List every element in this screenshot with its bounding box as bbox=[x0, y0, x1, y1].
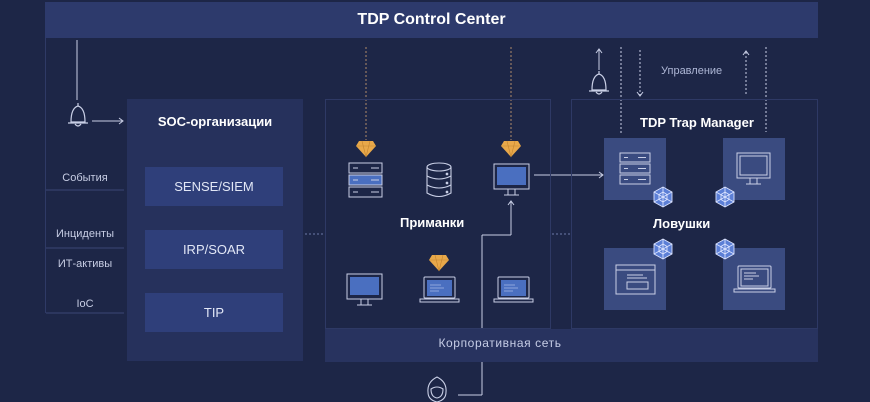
flow-label-incidents: Инциденты bbox=[56, 228, 114, 240]
server-icon bbox=[348, 162, 383, 198]
management-label: Управление bbox=[661, 65, 723, 77]
arrow-head-trap bbox=[598, 171, 604, 179]
flow-label-ioc: IoC bbox=[76, 298, 94, 310]
spider-web-icon bbox=[653, 186, 673, 208]
monitor-icon bbox=[346, 273, 383, 306]
trap-server-tile bbox=[604, 138, 666, 200]
bell-icon bbox=[589, 71, 609, 95]
traps-panel bbox=[571, 99, 818, 329]
spider-web-icon bbox=[653, 238, 673, 260]
attacker-arrow-head bbox=[507, 200, 515, 206]
spider-web-icon bbox=[715, 238, 735, 260]
lures-title: Приманки bbox=[400, 215, 465, 230]
diamond-icon bbox=[356, 140, 376, 158]
control-center-header: TDP Control Center bbox=[45, 2, 818, 38]
mgmt-down-head bbox=[636, 91, 644, 97]
mgmt-up-head bbox=[742, 50, 750, 56]
bell-icon bbox=[68, 103, 88, 127]
trap-manager-title: TDP Trap Manager bbox=[640, 115, 754, 130]
flow-label-events: События bbox=[62, 172, 108, 184]
soc-system-label: TIP bbox=[203, 305, 225, 320]
soc-system-label: SENSE/SIEM bbox=[174, 179, 254, 194]
arrow-head-soc bbox=[118, 117, 124, 125]
soc-system-soar: IRP/SOAR bbox=[145, 230, 283, 269]
monitor-icon bbox=[736, 152, 771, 185]
corporate-network-label: Корпоративная сеть bbox=[438, 336, 562, 350]
left-frame-line bbox=[45, 38, 46, 313]
alert-up-head bbox=[595, 48, 603, 54]
soc-title: SOC-организации bbox=[157, 114, 273, 129]
diamond-icon bbox=[501, 140, 521, 158]
laptop-icon bbox=[733, 265, 776, 293]
corporate-network-band bbox=[325, 329, 818, 362]
monitor-icon bbox=[493, 163, 530, 196]
server-icon bbox=[619, 152, 651, 185]
trap-window-tile bbox=[604, 248, 666, 310]
laptop-icon bbox=[419, 276, 460, 303]
soc-system-siem: SENSE/SIEM bbox=[145, 167, 283, 206]
traps-title: Ловушки bbox=[653, 216, 711, 231]
app-window-icon bbox=[615, 264, 656, 295]
soc-system-label: IRP/SOAR bbox=[182, 242, 246, 257]
spider-web-icon bbox=[715, 186, 735, 208]
trap-laptop-tile bbox=[723, 248, 785, 310]
flow-label-it-assets: ИТ-активы bbox=[57, 258, 113, 270]
hooded-attacker-icon bbox=[427, 376, 447, 402]
lures-panel bbox=[325, 99, 551, 329]
diamond-icon bbox=[429, 254, 449, 272]
soc-system-tip: TIP bbox=[145, 293, 283, 332]
control-center-title: TDP Control Center bbox=[357, 11, 506, 28]
laptop-icon bbox=[493, 276, 534, 303]
trap-monitor-tile bbox=[723, 138, 785, 200]
database-icon bbox=[426, 162, 452, 198]
